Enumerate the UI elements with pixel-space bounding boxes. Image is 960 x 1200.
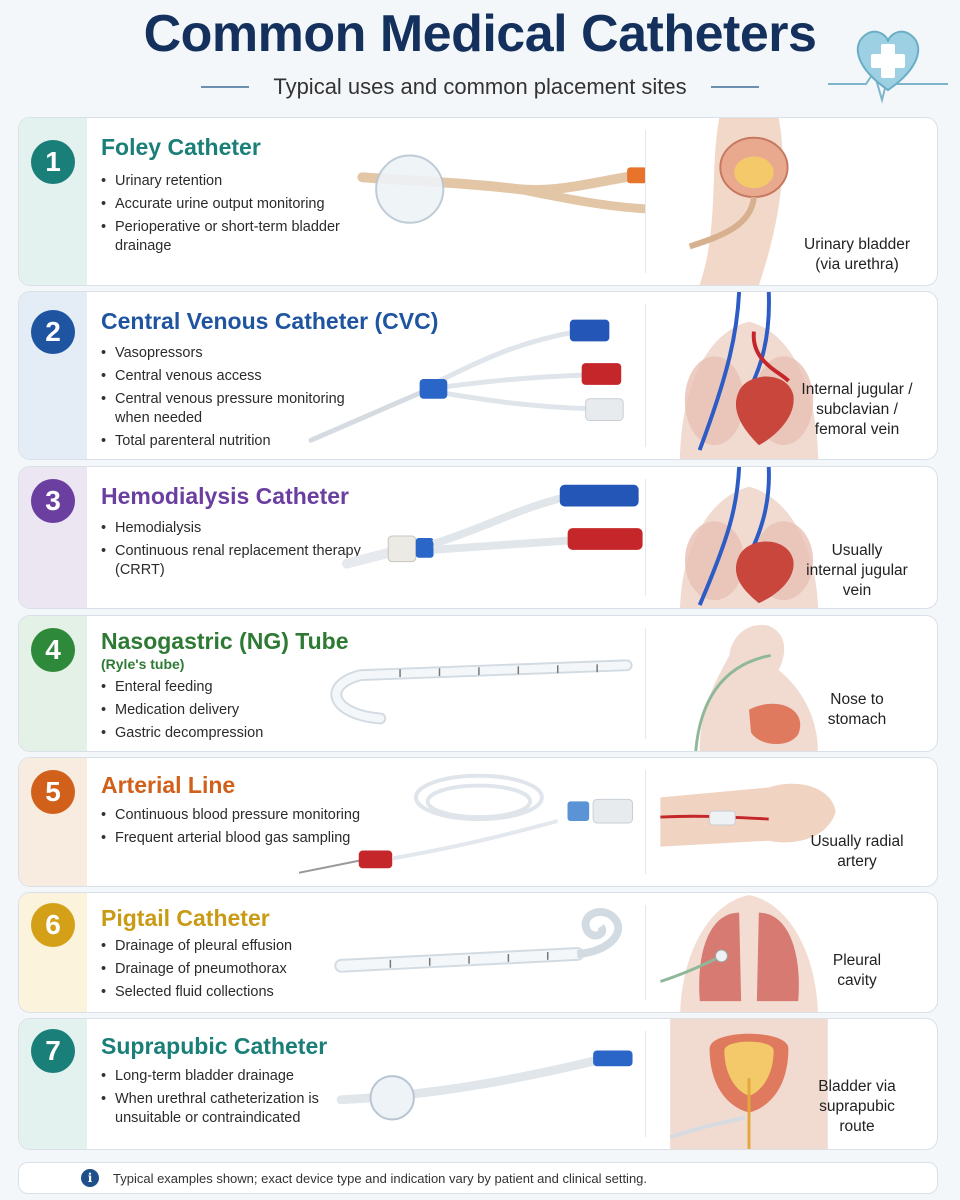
uses-list: Vasopressors Central venous access Centr… xyxy=(101,344,361,455)
chest-jugular-heart-icon xyxy=(679,467,819,608)
catheter-card-foley: 1 Foley Catheter Urinary retention Accur… xyxy=(18,117,938,286)
uses-list: Long-term bladder drainage When urethral… xyxy=(101,1067,361,1132)
card-divider xyxy=(645,628,646,739)
page-header: Common Medical Catheters Typical uses an… xyxy=(0,0,960,112)
card-number-badge: 7 xyxy=(31,1029,75,1073)
use-item: Continuous blood pressure monitoring xyxy=(101,806,361,825)
card-number-badge: 5 xyxy=(31,770,75,814)
suprapubic-catheter-icon xyxy=(336,1050,633,1121)
placement-site: Usually radial artery xyxy=(810,833,904,870)
card-number-badge: 2 xyxy=(31,310,75,354)
catheter-card-arterial-line: 5 Arterial Line Continuous blood pressur… xyxy=(18,757,938,887)
uses-list: Continuous blood pressure monitoring Fre… xyxy=(101,806,361,852)
use-item: Urinary retention xyxy=(101,172,361,191)
page-title: Common Medical Catheters xyxy=(143,5,817,63)
foley-catheter-icon xyxy=(357,154,645,224)
subtitle-rule-right xyxy=(710,86,759,88)
placement-site: Internal jugular / subclavian / femoral … xyxy=(801,381,913,438)
card-number-badge: 3 xyxy=(31,479,75,523)
suprapubic-bladder-icon xyxy=(669,1019,828,1149)
heart-plus-icon xyxy=(828,30,948,104)
uses-list: Hemodialysis Continuous renal replacemen… xyxy=(101,519,361,584)
card-divider xyxy=(645,479,646,596)
use-item: Long-term bladder drainage xyxy=(101,1067,361,1086)
use-item: Total parenteral nutrition xyxy=(101,432,361,451)
nose-stomach-anatomy-icon xyxy=(694,624,818,751)
chest-veins-heart-icon xyxy=(679,292,819,459)
catheter-name: Arterial Line xyxy=(101,772,236,798)
catheter-name: Suprapubic Catheter xyxy=(101,1033,328,1059)
use-item: Enteral feeding xyxy=(101,678,361,697)
placement-site: Urinary bladder (via urethra) xyxy=(804,236,910,273)
use-item: Hemodialysis xyxy=(101,519,361,538)
uses-list: Enteral feeding Medication delivery Gast… xyxy=(101,678,361,747)
catheter-name: Nasogastric (NG) Tube xyxy=(101,628,349,654)
male-bladder-anatomy-icon xyxy=(688,118,789,285)
catheter-card-hemodialysis: 3 Hemodialysis Catheter Hemodialysis Con… xyxy=(18,466,938,609)
pigtail-catheter-icon xyxy=(334,908,623,973)
catheter-name: Foley Catheter xyxy=(101,134,261,160)
card-number-badge: 1 xyxy=(31,140,75,184)
card-divider xyxy=(645,770,646,874)
use-item: Medication delivery xyxy=(101,701,361,720)
use-item: Vasopressors xyxy=(101,344,361,363)
placement-site: Bladder via suprapubic route xyxy=(818,1078,896,1135)
footnote-bar: i Typical examples shown; exact device t… xyxy=(18,1162,938,1194)
catheter-card-ng-tube: 4 Nasogastric (NG) Tube (Ryle's tube) En… xyxy=(18,615,938,752)
dialysis-catheter-icon xyxy=(341,484,643,569)
catheter-name: Hemodialysis Catheter xyxy=(101,483,349,509)
card-number-badge: 4 xyxy=(31,628,75,672)
subtitle-row: Typical uses and common placement sites xyxy=(0,72,960,102)
placement-site: Pleural cavity xyxy=(832,952,882,989)
uses-list: Drainage of pleural effusion Drainage of… xyxy=(101,937,361,1006)
lungs-pleura-icon xyxy=(660,894,818,1012)
card-divider xyxy=(645,1031,646,1137)
catheter-card-pigtail: 6 Pigtail Catheter Drainage of pleural e… xyxy=(18,892,938,1013)
card-divider xyxy=(645,304,646,447)
use-item: When urethral catheterization is unsuita… xyxy=(101,1090,361,1128)
use-item: Accurate urine output monitoring xyxy=(101,195,361,214)
uses-list: Urinary retention Accurate urine output … xyxy=(101,172,361,260)
catheter-card-cvc: 2 Central Venous Catheter (CVC) Vasopres… xyxy=(18,291,938,460)
catheter-name: Central Venous Catheter (CVC) xyxy=(101,308,439,334)
use-item: Drainage of pneumothorax xyxy=(101,960,361,979)
footnote-text: Typical examples shown; exact device typ… xyxy=(113,1170,648,1186)
placement-site: Usually internal jugular vein xyxy=(806,542,908,599)
use-item: Drainage of pleural effusion xyxy=(101,937,361,956)
use-item: Continuous renal replacement therapy (CR… xyxy=(101,542,361,580)
card-number-badge: 6 xyxy=(31,903,75,947)
subtitle-rule-left xyxy=(201,86,250,88)
triple-lumen-cvc-icon xyxy=(308,319,624,443)
use-item: Frequent arterial blood gas sampling xyxy=(101,829,361,848)
use-item: Selected fluid collections xyxy=(101,983,361,1002)
card-divider xyxy=(645,905,646,1000)
info-icon: i xyxy=(81,1169,99,1187)
use-item: Central venous pressure monitoring when … xyxy=(101,390,361,428)
catheter-name: Pigtail Catheter xyxy=(101,905,270,931)
use-item: Gastric decompression xyxy=(101,724,361,743)
placement-site: Nose to stomach xyxy=(827,691,887,728)
use-item: Central venous access xyxy=(101,367,361,386)
ng-tube-icon xyxy=(330,659,633,725)
arterial-line-icon xyxy=(299,773,633,874)
card-divider xyxy=(645,130,646,273)
page-subtitle: Typical uses and common placement sites xyxy=(273,74,687,99)
use-item: Perioperative or short-term bladder drai… xyxy=(101,218,361,256)
wrist-radial-artery-icon xyxy=(660,783,836,847)
catheter-card-suprapubic: 7 Suprapubic Catheter Long-term bladder … xyxy=(18,1018,938,1150)
catheter-alt-name: (Ryle's tube) xyxy=(101,656,185,672)
